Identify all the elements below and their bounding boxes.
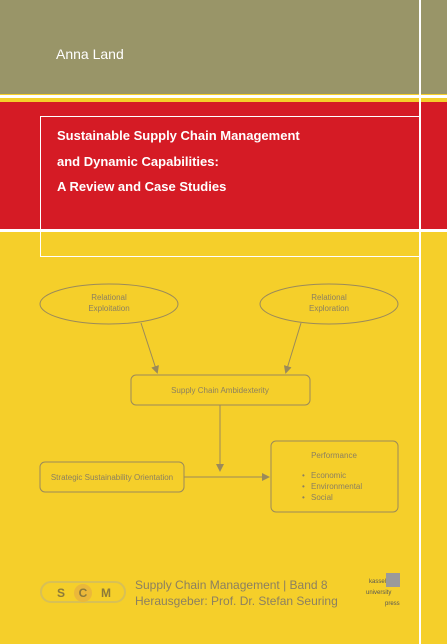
performance-bullet-1: • xyxy=(302,471,305,480)
performance-box xyxy=(270,440,399,513)
performance-bullet-3: • xyxy=(302,493,305,502)
performance-bullet-2: • xyxy=(302,482,305,491)
logo-letter-c: C xyxy=(78,586,88,600)
arrow-exploration-to-ambidexterity xyxy=(283,322,302,374)
arrow-exploitation-to-ambidexterity xyxy=(140,322,159,374)
relational-exploration-label-1: Relational xyxy=(311,293,347,302)
relational-exploitation-ellipse xyxy=(39,283,179,325)
title-line-1: Sustainable Supply Chain Management xyxy=(57,128,300,143)
performance-item-social: Social xyxy=(311,493,333,502)
performance-title: Performance xyxy=(311,451,357,460)
scm-logo: S C M xyxy=(40,581,126,603)
relational-exploration-ellipse xyxy=(259,283,399,325)
top-band xyxy=(0,0,447,94)
performance-item-environmental: Environmental xyxy=(311,482,362,491)
relational-exploration-label-2: Exploration xyxy=(309,304,349,313)
publisher-line-2: university xyxy=(366,590,392,596)
logo-circle-icon xyxy=(74,584,92,602)
relational-exploitation-label-2: Exploitation xyxy=(88,304,129,313)
series-line-1: Supply Chain Management | Band 8 xyxy=(135,578,328,592)
publisher-line-3: press xyxy=(385,601,400,607)
title-band xyxy=(0,102,447,229)
author-name: Anna Land xyxy=(56,46,124,62)
performance-item-economic: Economic xyxy=(311,471,346,480)
strategic-sustainability-label: Strategic Sustainability Orientation xyxy=(51,473,173,482)
supply-chain-ambidexterity-label: Supply Chain Ambidexterity xyxy=(171,386,269,395)
series-line-2: Herausgeber: Prof. Dr. Stefan Seuring xyxy=(135,594,338,608)
logo-letter-m: M xyxy=(101,586,111,600)
logo-letter-s: S xyxy=(56,586,65,600)
divider-line-top xyxy=(0,95,447,98)
relational-exploitation-label-1: Relational xyxy=(91,293,127,302)
publisher-line-1: kassel xyxy=(369,579,387,585)
vertical-rule xyxy=(419,0,421,644)
title-line-3: A Review and Case Studies xyxy=(57,179,227,194)
divider-line-bottom xyxy=(0,229,447,232)
title-line-2: and Dynamic Capabilities: xyxy=(57,154,219,169)
publisher-logo-icon xyxy=(386,573,400,587)
